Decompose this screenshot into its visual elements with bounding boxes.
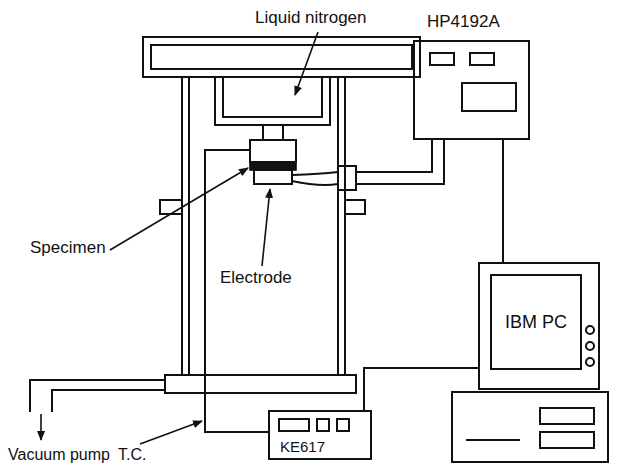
node-label: HP4192A (427, 12, 500, 32)
part-label: Liquid nitrogen (255, 8, 367, 28)
monitor-knob (586, 342, 594, 350)
signal-wire (292, 172, 338, 185)
top-cap (143, 37, 420, 77)
signal-wire (356, 140, 444, 184)
part-label: T.C. (118, 446, 146, 464)
instrument-panel (278, 418, 310, 432)
part-label: Electrode (220, 268, 292, 288)
leader-line (110, 168, 248, 250)
specimen-holder (250, 140, 296, 162)
disk-drive (540, 408, 594, 424)
pc-base (452, 392, 608, 462)
leader-line (295, 32, 318, 95)
monitor-knob (586, 358, 594, 366)
instrument-panel (316, 418, 330, 432)
chamber-wall-inner (189, 77, 338, 375)
thermocouple-wire (205, 150, 268, 432)
leader-line (262, 189, 270, 266)
pump-arrow (40, 414, 42, 440)
cold-finger (263, 125, 283, 140)
signal-cable (502, 140, 504, 262)
impedance-analyzer: HP4192A (413, 40, 530, 140)
specimen (250, 162, 296, 170)
instrument-panel (429, 52, 455, 66)
instrument-panel (469, 52, 495, 66)
pc-slot (466, 439, 520, 441)
computer-monitor: IBM PC (478, 262, 600, 390)
bottom-flange (165, 375, 356, 393)
node-label: KE617 (280, 438, 325, 455)
instrument-panel (336, 418, 350, 432)
feedthrough (338, 166, 356, 190)
monitor-screen: IBM PC (490, 274, 582, 370)
electrometer: KE617 (268, 410, 372, 460)
top-cap-inner (151, 45, 412, 69)
flange (160, 200, 182, 214)
instrument-panel (461, 82, 517, 112)
nitrogen-dewar-inner (223, 77, 322, 117)
flange (345, 200, 365, 214)
disk-drive (540, 432, 594, 448)
pump-line (30, 380, 165, 412)
signal-cable (364, 368, 478, 410)
monitor-knob (586, 326, 594, 334)
nitrogen-dewar (215, 77, 330, 125)
part-label: Specimen (30, 238, 106, 258)
node-label: IBM PC (505, 312, 567, 333)
part-label: Vacuum pump (8, 446, 110, 464)
chamber-wall (182, 77, 345, 375)
electrode (254, 170, 292, 184)
leader-line (140, 421, 202, 444)
